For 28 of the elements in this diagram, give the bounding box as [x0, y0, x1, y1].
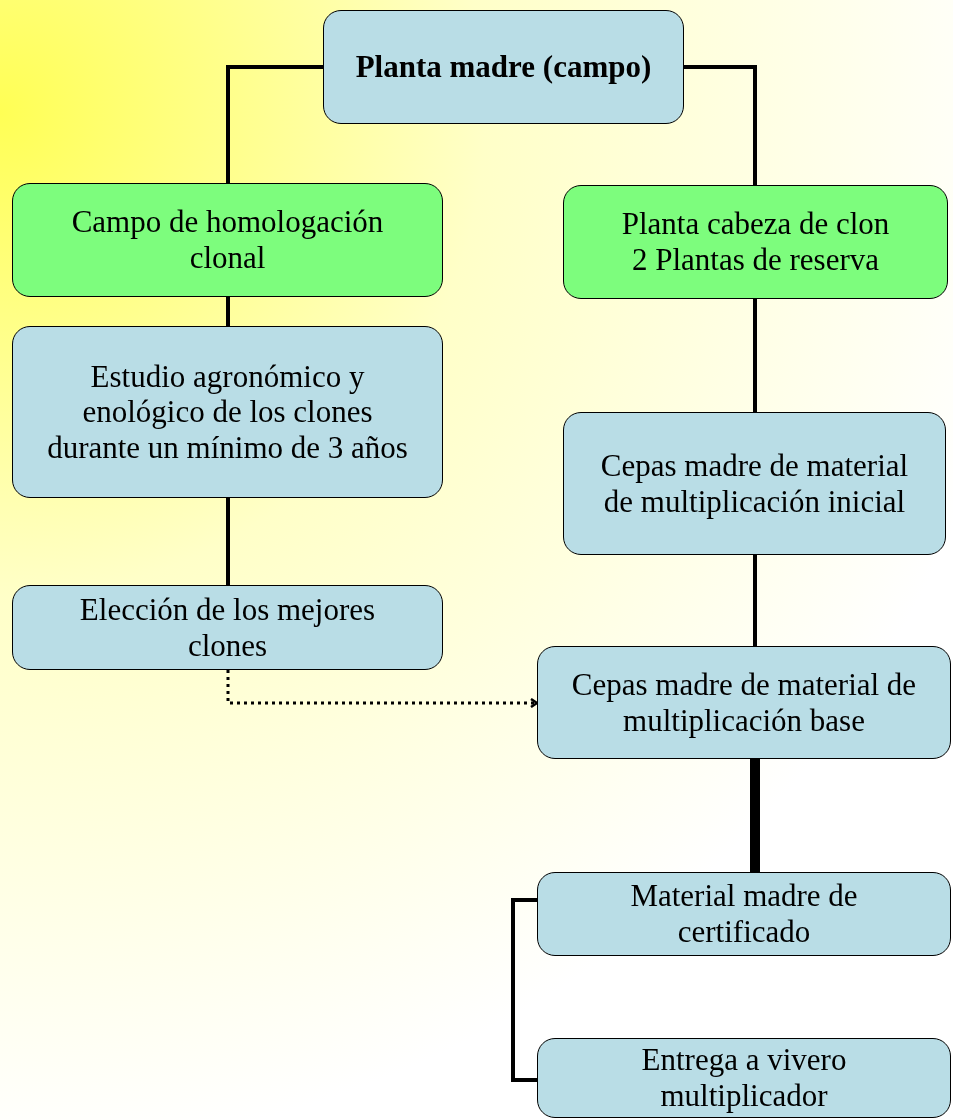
connector-line — [226, 498, 230, 585]
connector-line — [226, 297, 230, 326]
box-text: Planta madre (campo) — [355, 49, 652, 85]
connector-line — [511, 898, 537, 1082]
box-text: Estudio agronómico y enológico de los clones durante un mínimo de 3 años — [46, 358, 409, 466]
connector-line — [684, 65, 757, 185]
box-text: Cepas madre de material de multiplicación base — [570, 666, 918, 739]
rounded-box — [323, 10, 684, 124]
rounded-box — [563, 412, 946, 555]
rounded-box — [563, 185, 948, 299]
box-text: Campo de homologación clonal — [70, 204, 385, 276]
rounded-box — [537, 1038, 951, 1118]
box-text: Entrega a vivero multiplicador — [640, 1042, 848, 1114]
box-text: Cepas madre de material de multiplicación inicial — [599, 447, 910, 520]
connector-line — [753, 555, 757, 646]
rounded-box — [12, 183, 443, 297]
connector-line — [750, 759, 760, 872]
box-text: Material madre de certificado — [629, 878, 859, 950]
box-text: Elección de los mejores clones — [78, 591, 377, 664]
rounded-box — [537, 646, 951, 759]
rounded-box — [537, 872, 951, 956]
box-text: 2 Plantas de reserva — [631, 242, 879, 278]
rounded-box — [12, 585, 443, 670]
dotted-arrow — [226, 670, 539, 709]
connector-line — [753, 299, 757, 412]
box-text: Planta cabeza de clon — [621, 206, 890, 242]
rounded-box — [12, 326, 443, 498]
connector-line — [226, 65, 323, 183]
